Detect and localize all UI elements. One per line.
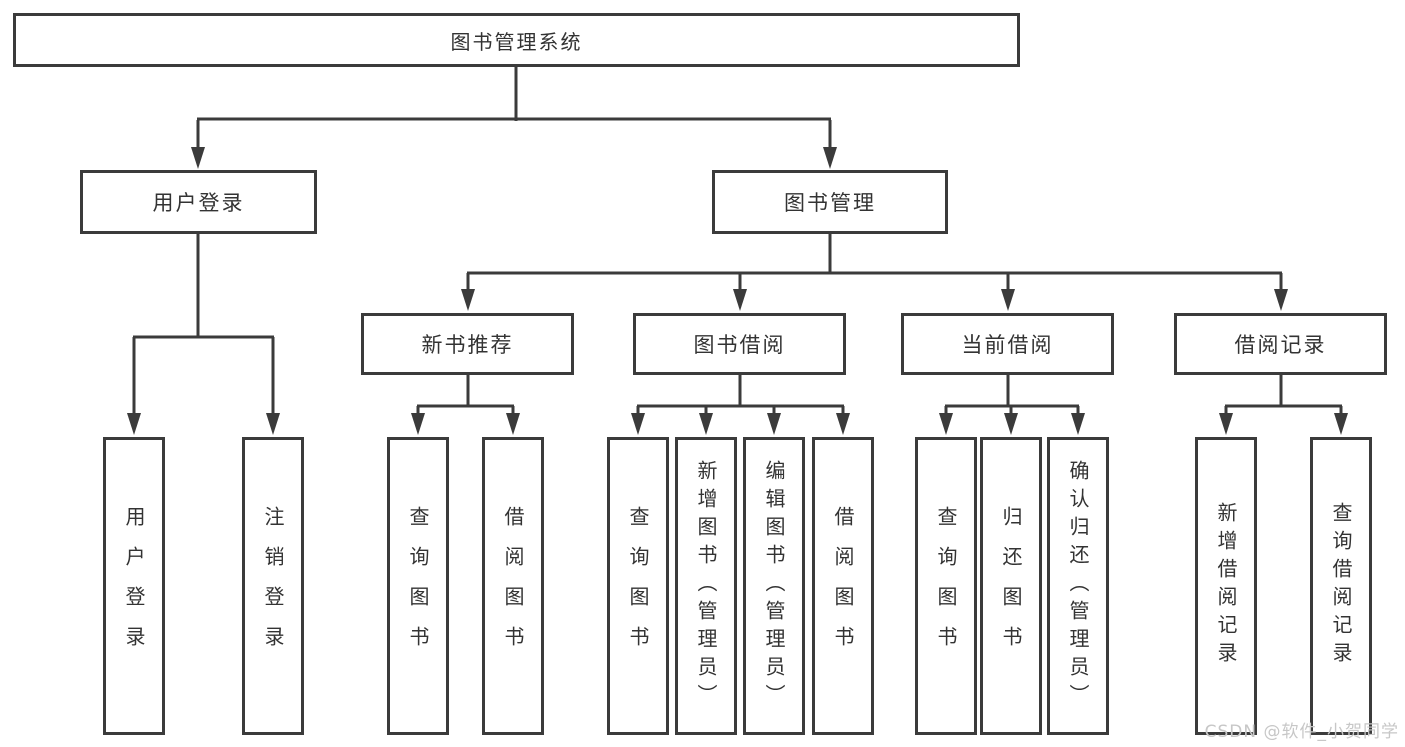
leaf-user-login: 用户登录 xyxy=(103,437,165,735)
node-current-borrow: 当前借阅 xyxy=(901,313,1114,375)
leaf-borrow-borrow-books: 借阅图书 xyxy=(812,437,874,735)
node-new-book-recommend: 新书推荐 xyxy=(361,313,574,375)
edge-bookmgmt-to-level3 xyxy=(461,234,1288,311)
edge-root-to-level2 xyxy=(191,67,837,169)
leaf-records-query-record-label: 查询借阅记录 xyxy=(1329,502,1353,670)
leaf-current-query-books: 查询图书 xyxy=(915,437,977,735)
leaf-borrow-edit-books-admin-label: 编辑图书（管理员） xyxy=(762,460,786,712)
node-borrow-records-label: 借阅记录 xyxy=(1234,333,1327,357)
leaf-newbooks-query-books: 查询图书 xyxy=(387,437,449,735)
edge-currentborrow-to-leaves xyxy=(939,375,1085,435)
leaf-borrow-borrow-books-label: 借阅图书 xyxy=(831,506,855,666)
leaf-newbooks-borrow-books-label: 借阅图书 xyxy=(501,506,525,666)
node-new-book-recommend-label: 新书推荐 xyxy=(421,333,514,357)
node-book-borrow: 图书借阅 xyxy=(633,313,846,375)
leaf-newbooks-borrow-books: 借阅图书 xyxy=(482,437,544,735)
node-book-management-label: 图书管理 xyxy=(784,191,876,215)
leaf-current-return-books-label: 归还图书 xyxy=(999,506,1023,666)
node-borrow-records: 借阅记录 xyxy=(1174,313,1387,375)
leaf-borrow-add-books-admin-label: 新增图书（管理员） xyxy=(694,460,718,712)
leaf-borrow-edit-books-admin: 编辑图书（管理员） xyxy=(743,437,805,735)
node-book-management: 图书管理 xyxy=(712,170,948,234)
node-user-login-label: 用户登录 xyxy=(152,191,245,215)
leaf-current-confirm-return-admin: 确认归还（管理员） xyxy=(1047,437,1109,735)
csdn-watermark: CSDN @软件_小贺同学 xyxy=(1204,722,1399,742)
leaf-current-query-books-label: 查询图书 xyxy=(934,506,958,666)
leaf-borrow-query-books-label: 查询图书 xyxy=(626,506,650,666)
edge-bookborrow-to-leaves xyxy=(631,375,850,435)
leaf-current-return-books: 归还图书 xyxy=(980,437,1042,735)
leaf-logout: 注销登录 xyxy=(242,437,304,735)
leaf-records-query-record: 查询借阅记录 xyxy=(1310,437,1372,735)
leaf-current-confirm-return-admin-label: 确认归还（管理员） xyxy=(1066,460,1090,712)
edge-newbooks-to-leaves xyxy=(411,375,520,435)
node-user-login: 用户登录 xyxy=(80,170,317,234)
leaf-logout-label: 注销登录 xyxy=(261,506,285,666)
leaf-newbooks-query-books-label: 查询图书 xyxy=(406,506,430,666)
leaf-records-add-record: 新增借阅记录 xyxy=(1195,437,1257,735)
edge-borrowrecords-to-leaves xyxy=(1219,375,1348,435)
leaf-borrow-query-books: 查询图书 xyxy=(607,437,669,735)
leaf-borrow-add-books-admin: 新增图书（管理员） xyxy=(675,437,737,735)
node-current-borrow-label: 当前借阅 xyxy=(961,333,1054,357)
node-root: 图书管理系统 xyxy=(13,13,1020,67)
leaf-user-login-label: 用户登录 xyxy=(122,506,146,666)
node-root-label: 图书管理系统 xyxy=(450,29,583,54)
node-book-borrow-label: 图书借阅 xyxy=(693,333,786,357)
leaf-records-add-record-label: 新增借阅记录 xyxy=(1214,502,1238,670)
edge-userlogin-to-leaves xyxy=(127,234,280,435)
